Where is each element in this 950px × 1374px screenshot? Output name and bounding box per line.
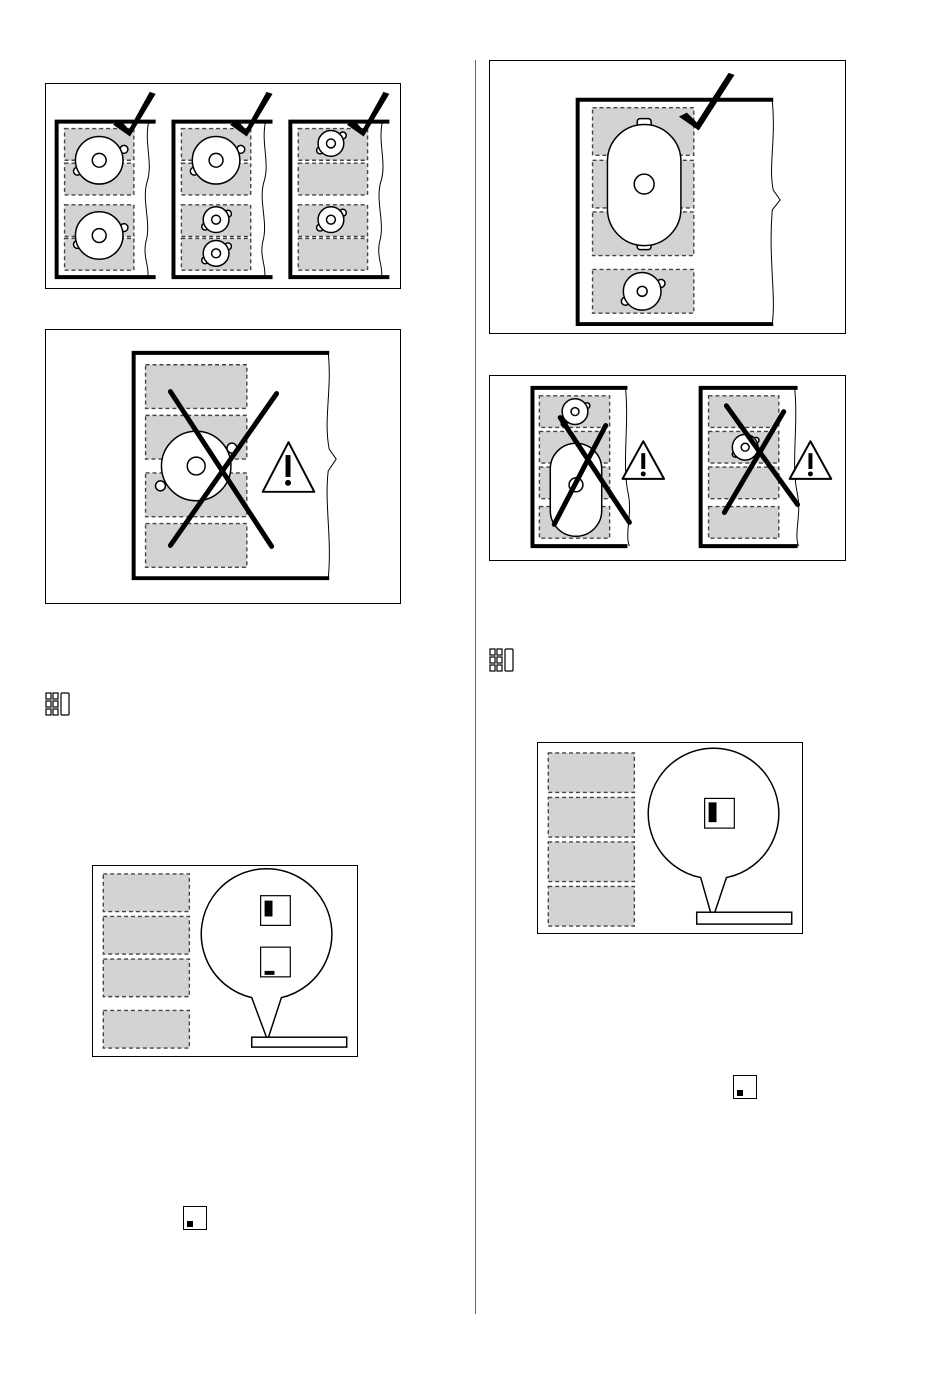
incorrect-placement-drawing xyxy=(46,330,400,603)
panel-oval-pan-misplaced xyxy=(532,388,664,546)
panel-two-large-pots xyxy=(57,92,156,277)
indicator-square-icon xyxy=(733,1075,757,1099)
panel-small-pot-between-zones xyxy=(701,388,832,546)
zone-indicator-high xyxy=(705,798,735,828)
zone-indicator-high xyxy=(261,896,291,926)
figure-incorrect-placements xyxy=(489,375,846,561)
zone-indicator-low xyxy=(261,947,291,977)
control-panel-drawing xyxy=(538,743,802,933)
panel-small-pots xyxy=(290,92,389,277)
control-panel-drawing xyxy=(93,866,357,1056)
correct-placements-drawing xyxy=(46,84,400,288)
correct-oval-pan-drawing xyxy=(490,61,845,333)
figure-control-panel-two-indicators xyxy=(92,865,358,1057)
figure-correct-placements xyxy=(45,83,401,289)
column-divider xyxy=(475,60,476,1314)
figure-control-panel-single-indicator xyxy=(537,742,803,934)
indicator-square-icon xyxy=(183,1206,207,1230)
figure-incorrect-placement xyxy=(45,329,401,604)
warning-triangle-icon xyxy=(263,442,315,492)
zone-layout-icon xyxy=(489,648,515,672)
warning-triangle-icon xyxy=(790,441,832,479)
figure-correct-oval-pan xyxy=(489,60,846,334)
incorrect-placements-drawing xyxy=(490,376,845,560)
zone-layout-icon xyxy=(45,692,71,716)
warning-triangle-icon xyxy=(622,441,664,479)
panel-large-and-small-pots xyxy=(173,92,272,277)
